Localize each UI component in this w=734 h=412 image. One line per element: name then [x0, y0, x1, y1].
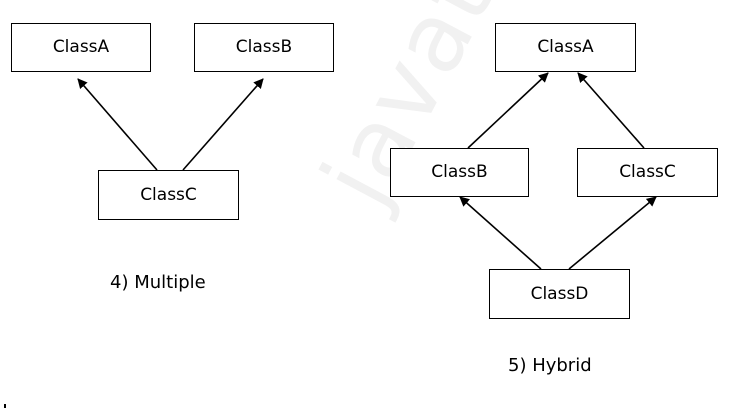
arrow-hybrid-classd-to-classb [459, 196, 542, 270]
arrow-classc-to-classa [77, 78, 158, 171]
arrow-hybrid-classb-to-classa [467, 72, 549, 149]
hybrid-classa-box: ClassA [495, 23, 636, 72]
multiple-classb-box: ClassB [194, 23, 334, 72]
hybrid-caption: 5) Hybrid [508, 355, 592, 376]
multiple-caption: 4) Multiple [110, 272, 206, 293]
hybrid-classb-box: ClassB [390, 148, 529, 197]
multiple-classa-box: ClassA [11, 23, 151, 72]
hybrid-classc-box: ClassC [577, 148, 718, 197]
arrow-hybrid-classc-to-classa [577, 72, 645, 149]
arrow-hybrid-classd-to-classc [568, 196, 657, 270]
hybrid-classd-box: ClassD [489, 269, 630, 319]
arrow-classc-to-classb [182, 78, 264, 171]
stray-mark [4, 404, 6, 408]
multiple-classc-box: ClassC [98, 170, 239, 220]
